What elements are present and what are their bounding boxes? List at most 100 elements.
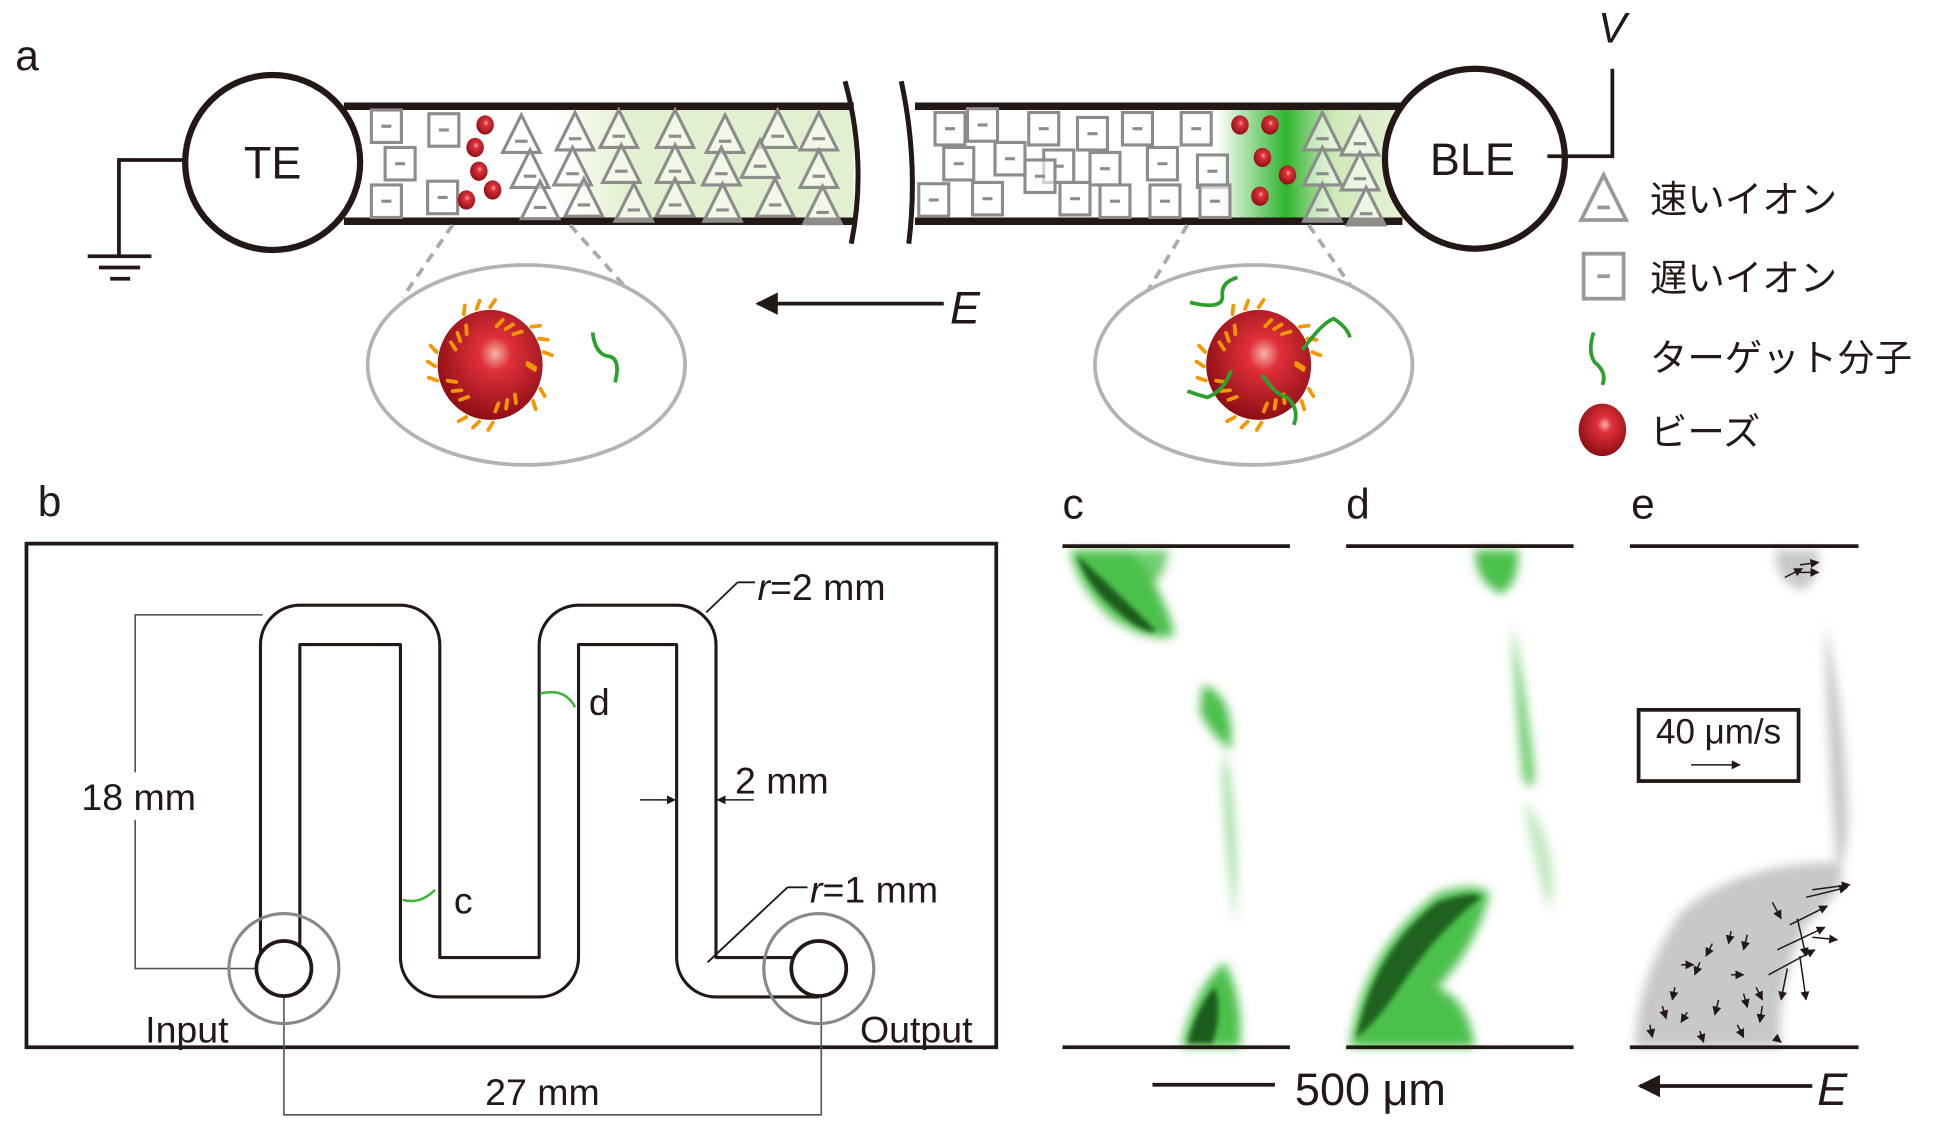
slow-ion (1195, 153, 1230, 190)
legend-item-fast-ion: 速いイオン (1578, 170, 1837, 222)
target-molecule (1186, 369, 1233, 400)
velocity-vector (1754, 986, 1763, 1001)
fast-ion (600, 141, 643, 185)
output-label: Output (860, 1008, 973, 1050)
velocity-vector (1741, 934, 1750, 951)
panel-b-label: b (38, 479, 62, 526)
detection-point-d (539, 690, 577, 708)
target-molecule-icon (1588, 331, 1606, 386)
slow-ion (426, 179, 460, 216)
bead (483, 180, 502, 200)
panel-c: c (1062, 482, 1290, 1050)
fast-ion (1338, 148, 1382, 192)
serpentine-channel (258, 603, 819, 999)
velocity-vector (1778, 968, 1789, 1001)
fast-ion (756, 106, 799, 150)
slow-ion (965, 107, 1000, 143)
fast-ion (551, 143, 594, 187)
legend: 速いイオン 遅いイオン ターゲット分子 ビーズ (1578, 170, 1912, 457)
velocity-vector (1680, 1011, 1690, 1024)
velocity-vector (1669, 987, 1679, 1001)
bead (476, 115, 494, 135)
slow-ion (1148, 183, 1182, 220)
slow-ion (1120, 110, 1155, 147)
velocity-scale-box: 40 μm/s (1636, 707, 1801, 783)
fast-ion (801, 182, 844, 226)
bead (1278, 165, 1297, 185)
velocity-vector (1812, 934, 1839, 944)
outer-radius-label: r=2 mm (758, 566, 886, 608)
functionalized-bead (425, 298, 554, 432)
velocity-vector (1805, 884, 1849, 899)
triangle-ion-icon (1578, 170, 1630, 222)
fast-ion (701, 180, 744, 223)
fast-ion (612, 180, 656, 223)
field-label: E (950, 283, 981, 334)
break-mark (898, 80, 915, 245)
slow-ion (383, 145, 417, 182)
fast-ion (1301, 180, 1344, 223)
velocity-vector (1705, 943, 1714, 957)
square-ion-icon (1581, 251, 1626, 301)
scale-bar-label: 500 μm (1295, 1064, 1446, 1115)
velocity-vector (1812, 881, 1851, 891)
ground-icon (87, 158, 188, 281)
velocity-vector (1696, 1030, 1706, 1044)
slow-ion (1198, 183, 1232, 220)
dim-line-27mm (283, 968, 823, 1116)
detection-point-c (402, 888, 437, 903)
target-molecule (1189, 275, 1239, 308)
panel-a: a TE B (15, 5, 1912, 467)
velocity-vector (1771, 901, 1782, 920)
slow-ion (917, 182, 951, 218)
bead (1261, 115, 1279, 135)
velocity-vector (1799, 558, 1820, 568)
legend-label: 遅いイオン (1650, 256, 1837, 300)
voltage-wire (1547, 68, 1615, 159)
fast-ion (753, 175, 797, 218)
velocity-vectors (1646, 558, 1851, 1044)
bead (470, 161, 488, 181)
velocity-vector (1725, 930, 1735, 945)
panel-b: b 18 mm 27 mm r=2 mm 2 mm (24, 479, 999, 1116)
fast-ion (1344, 183, 1388, 227)
slow-ion (1027, 110, 1061, 147)
bead (457, 190, 476, 210)
slow-ion (427, 112, 461, 148)
dim-18mm-label: 18 mm (81, 776, 196, 818)
slow-ion (1075, 115, 1110, 152)
velocity-vector (1777, 926, 1826, 951)
legend-label: 速いイオン (1650, 177, 1837, 221)
bead (466, 137, 484, 158)
panel-d: d (1346, 482, 1574, 1050)
legend-label: ビーズ (1650, 410, 1761, 454)
bead (1231, 115, 1249, 135)
panel-e-label: e (1631, 482, 1655, 529)
bead (1251, 186, 1269, 206)
input-port (227, 911, 341, 1026)
velocity-vector (1796, 918, 1809, 957)
right-capillary (915, 102, 1403, 227)
zoom-callout-right (1093, 223, 1415, 467)
fast-ion (518, 177, 562, 221)
velocity-vector (1646, 1024, 1656, 1039)
slow-ion (1058, 180, 1092, 217)
target-molecule (1300, 316, 1352, 352)
slow-ion (1145, 145, 1180, 182)
slow-ion (942, 145, 976, 182)
bead (1253, 147, 1272, 168)
slow-ion (1023, 158, 1057, 195)
velocity-vector (1789, 905, 1829, 926)
marker-c: c (454, 880, 473, 922)
target-molecule (1260, 373, 1298, 426)
bead-icon (1578, 403, 1627, 457)
slow-ion (1179, 110, 1213, 147)
slow-ion (1098, 183, 1132, 220)
fast-ion (797, 146, 841, 190)
fast-ion (508, 146, 552, 190)
slow-ion (1088, 150, 1122, 187)
panel-c-label: c (1062, 482, 1083, 529)
velocity-vector (1799, 955, 1810, 1001)
bead-with-targets (1194, 298, 1323, 432)
